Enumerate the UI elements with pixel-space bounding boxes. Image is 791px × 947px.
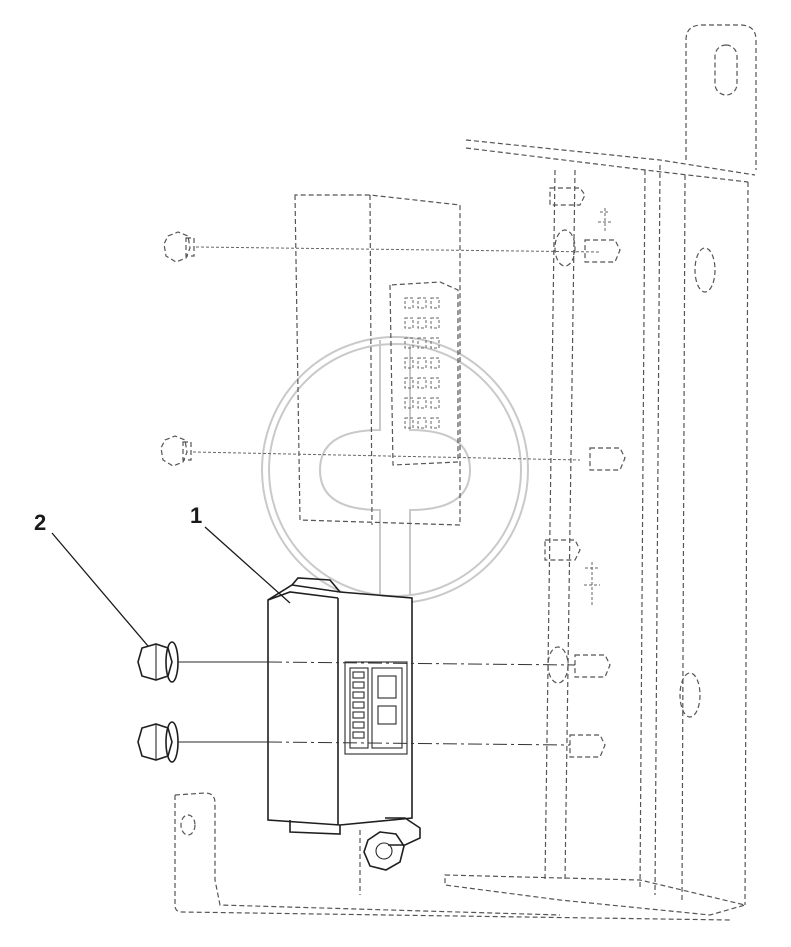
stud-bolts	[544, 187, 626, 758]
ghost-nut-middle	[160, 435, 192, 467]
callout-label-1: 1	[190, 503, 202, 528]
mounting-bracket	[174, 24, 757, 921]
control-module-part-1	[267, 577, 421, 846]
flange-nut-upper	[137, 641, 179, 683]
ground-nut	[359, 830, 405, 895]
assembly-center-lines	[178, 661, 576, 746]
callout-leaders	[51, 526, 291, 647]
watermark-logo	[261, 336, 529, 604]
ghost-nut-upper	[163, 231, 195, 263]
flange-nut-lower	[137, 721, 179, 763]
ghost-control-module	[294, 194, 461, 526]
callout-label-2: 2	[34, 510, 46, 535]
